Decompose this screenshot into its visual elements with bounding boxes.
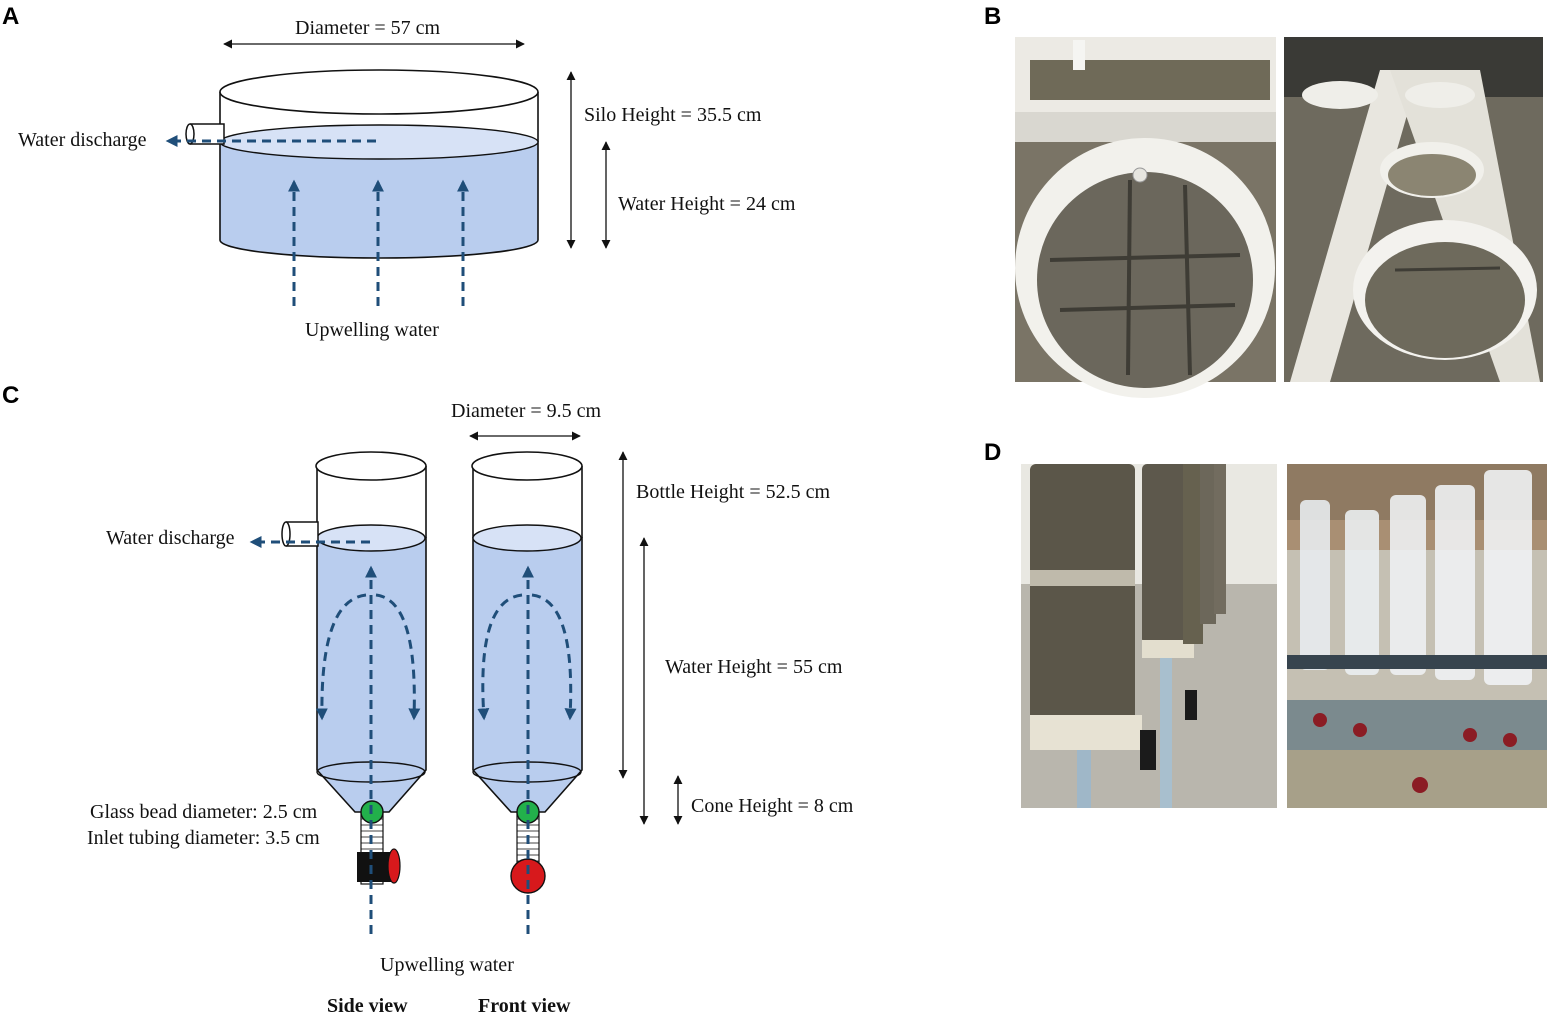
side-valve-handle bbox=[387, 848, 401, 884]
silo-rim bbox=[219, 69, 539, 115]
panel-label-c: C bbox=[2, 382, 19, 409]
side-recirculation-arrow-left bbox=[315, 593, 367, 721]
panel-label-a: A bbox=[2, 3, 19, 30]
side-valve-body bbox=[357, 852, 391, 882]
front-bottle-water-surface bbox=[472, 524, 582, 552]
bottle-diameter-label: Diameter = 9.5 cm bbox=[451, 400, 602, 422]
panel-label-d: D bbox=[984, 439, 1001, 466]
bottle-photo-left bbox=[1021, 464, 1277, 808]
silo-diameter-label: Diameter = 57 cm bbox=[295, 17, 441, 39]
bottle-front-view bbox=[471, 451, 583, 934]
front-recirculation-arrow-right bbox=[531, 593, 577, 721]
bottle-height-label: Bottle Height = 52.5 cm bbox=[636, 481, 830, 503]
front-view-label: Front view bbox=[478, 995, 571, 1016]
silo-diagram: Diameter = 57 cm Silo Height = 35.5 cm W… bbox=[18, 17, 796, 341]
bottle-upwelling-label: Upwelling water bbox=[380, 954, 514, 976]
silo-height-label: Silo Height = 35.5 cm bbox=[584, 104, 762, 126]
inlet-tubing-label: Inlet tubing diameter: 3.5 cm bbox=[87, 827, 320, 849]
bottle-water-discharge-label: Water discharge bbox=[106, 527, 235, 549]
bottle-water-height-label: Water Height = 55 cm bbox=[665, 656, 843, 678]
silo-photo-right bbox=[1284, 37, 1543, 382]
side-bottle-water-surface bbox=[316, 524, 426, 552]
glass-bead-label: Glass bead diameter: 2.5 cm bbox=[90, 801, 318, 823]
silo-water-height-label: Water Height = 24 cm bbox=[618, 193, 796, 215]
bottle-photo-right bbox=[1287, 464, 1547, 808]
side-view-label: Side view bbox=[327, 995, 408, 1016]
bottle-side-view bbox=[249, 451, 427, 934]
cone-height-label: Cone Height = 8 cm bbox=[691, 795, 854, 817]
panel-label-b: B bbox=[984, 3, 1001, 30]
side-recirculation-arrow-right bbox=[375, 593, 421, 721]
front-recirculation-arrow-left bbox=[477, 593, 523, 721]
front-bottle-rim bbox=[471, 451, 583, 481]
silo-photo-left bbox=[1015, 37, 1276, 398]
side-bottle-rim bbox=[315, 451, 427, 481]
silo-upwelling-label: Upwelling water bbox=[305, 319, 439, 341]
silo-water-discharge-label: Water discharge bbox=[18, 129, 147, 151]
